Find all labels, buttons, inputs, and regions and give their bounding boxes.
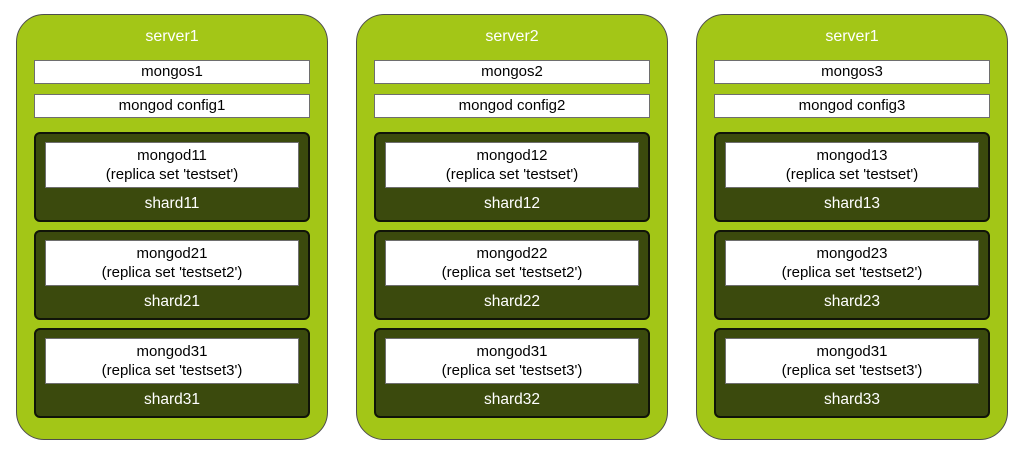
mongod-node-box: mongod23 (replica set 'testset2') (725, 240, 979, 286)
replica-set-label: (replica set 'testset3') (441, 362, 583, 379)
mongod-node-box: mongod22 (replica set 'testset2') (385, 240, 639, 286)
mongod-node-name: mongod31 (816, 343, 888, 360)
replica-set-label: (replica set 'testset') (785, 166, 919, 183)
shard-label: shard11 (144, 195, 200, 212)
server-title: server1 (145, 28, 199, 45)
replica-set-label: (replica set 'testset') (105, 166, 239, 183)
shard-group: mongod11 (replica set 'testset') shard11 (34, 132, 310, 222)
mongod-node-name: mongod12 (476, 147, 548, 164)
config-box: mongod config3 (714, 94, 990, 118)
mongod-node-name: mongod21 (136, 245, 208, 262)
shard-label: shard21 (143, 293, 200, 310)
shard-group: mongod12 (replica set 'testset') shard12 (374, 132, 650, 222)
mongod-node-box: mongod21 (replica set 'testset2') (45, 240, 299, 286)
server-title: server1 (825, 28, 879, 45)
server-card-2: server2 mongos2 mongod config2 mongod12 … (356, 14, 668, 440)
shard-group: mongod23 (replica set 'testset2') shard2… (714, 230, 990, 320)
shard-label: shard13 (823, 195, 880, 212)
mongod-node-name: mongod13 (816, 147, 888, 164)
server-card-3: server1 mongos3 mongod config3 mongod13 … (696, 14, 1008, 440)
shard-label: shard12 (483, 195, 540, 212)
mongod-node-name: mongod11 (137, 147, 207, 164)
mongod-node-box: mongod31 (replica set 'testset3') (385, 338, 639, 384)
replica-set-label: (replica set 'testset2') (781, 264, 923, 281)
shard-label: shard31 (143, 391, 200, 408)
mongod-node-box: mongod31 (replica set 'testset3') (45, 338, 299, 384)
shard-group: mongod31 (replica set 'testset3') shard3… (374, 328, 650, 418)
server-title: server2 (485, 28, 539, 45)
mongod-node-box: mongod13 (replica set 'testset') (725, 142, 979, 188)
mongod-node-name: mongod31 (136, 343, 208, 360)
shard-group: mongod21 (replica set 'testset2') shard2… (34, 230, 310, 320)
mongod-node-box: mongod31 (replica set 'testset3') (725, 338, 979, 384)
mongos-box: mongos1 (34, 60, 310, 84)
config-box: mongod config1 (34, 94, 310, 118)
mongod-node-box: mongod11 (replica set 'testset') (45, 142, 299, 188)
shard-group: mongod13 (replica set 'testset') shard13 (714, 132, 990, 222)
config-box: mongod config2 (374, 94, 650, 118)
mongos-box: mongos2 (374, 60, 650, 84)
replica-set-label: (replica set 'testset2') (441, 264, 583, 281)
replica-set-label: (replica set 'testset') (445, 166, 579, 183)
replica-set-label: (replica set 'testset2') (101, 264, 243, 281)
shard-group: mongod31 (replica set 'testset3') shard3… (34, 328, 310, 418)
shard-label: shard32 (483, 391, 540, 408)
mongod-node-name: mongod23 (816, 245, 888, 262)
mongod-node-box: mongod12 (replica set 'testset') (385, 142, 639, 188)
mongos-box: mongos3 (714, 60, 990, 84)
mongod-node-name: mongod22 (476, 245, 548, 262)
shard-label: shard23 (823, 293, 880, 310)
server-card-1: server1 mongos1 mongod config1 mongod11 … (16, 14, 328, 440)
replica-set-label: (replica set 'testset3') (101, 362, 243, 379)
mongod-node-name: mongod31 (476, 343, 548, 360)
shard-group: mongod31 (replica set 'testset3') shard3… (714, 328, 990, 418)
shard-group: mongod22 (replica set 'testset2') shard2… (374, 230, 650, 320)
replica-set-label: (replica set 'testset3') (781, 362, 923, 379)
shard-label: shard33 (823, 391, 880, 408)
shard-label: shard22 (483, 293, 540, 310)
